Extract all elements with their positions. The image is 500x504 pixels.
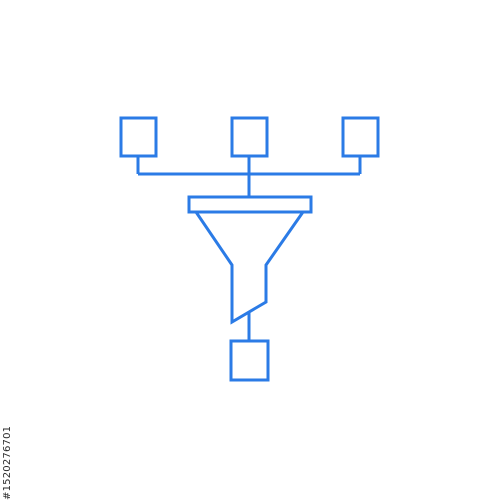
stock-id-label: #1520276701 [2,425,13,500]
input-box-center [230,116,269,158]
input-box-right [341,116,380,158]
input-box-left [119,116,158,158]
funnel-rim [187,195,313,214]
funnel-body [194,211,305,325]
output-box [229,339,270,382]
